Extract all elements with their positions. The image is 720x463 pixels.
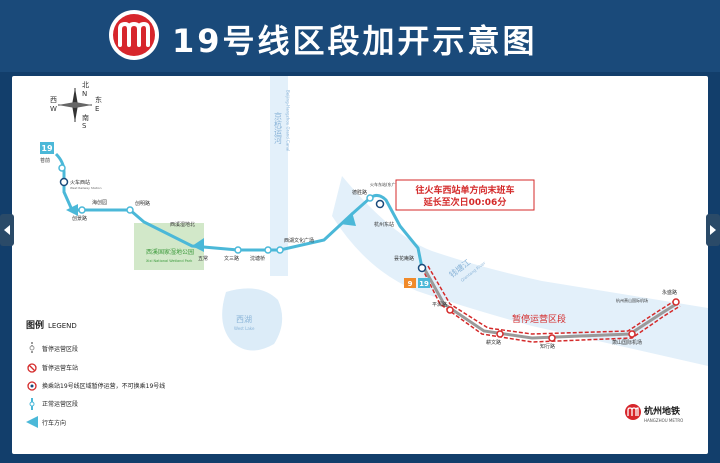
- station-chuangjing[interactable]: [78, 206, 86, 214]
- suspended-inner: [427, 265, 677, 335]
- canal-label-en: Beijing-Hangzhou Grand Canal: [286, 90, 291, 151]
- label-cangqian: 苍前: [40, 157, 50, 164]
- line19-suspended-section: [422, 267, 679, 340]
- label-chuangming: 创明路: [135, 200, 150, 207]
- compass-s-cn: 南: [82, 113, 89, 122]
- label-xihuwenhua: 西湖文化广场: [284, 237, 314, 244]
- metro-logo-icon: [109, 10, 159, 60]
- station-xihuwenhua[interactable]: [276, 246, 284, 254]
- compass-n-en: N: [82, 90, 87, 98]
- label-zhixing: 知行路: [540, 343, 555, 350]
- legend-transfer-suspended-icon: [27, 381, 37, 391]
- station-yongsheng[interactable]: [672, 298, 680, 306]
- page-title: 19号线区段加开示意图: [172, 22, 538, 60]
- direction-arrow-2: [192, 238, 204, 252]
- direction-arrow-3: [340, 212, 356, 226]
- station-cangqian[interactable]: [58, 164, 66, 172]
- map-panel: 北 N 南 S 西 W 东 E 京杭运河 Beijing-Hangzhou Gr…: [12, 76, 708, 454]
- label-pinglan: 平澜路: [432, 301, 447, 308]
- station-gengwen[interactable]: [496, 330, 504, 338]
- station-airport[interactable]: [628, 330, 636, 338]
- legend-item-4: 正常运营区段: [42, 400, 78, 408]
- brand-name-cn: 杭州地铁: [644, 405, 680, 417]
- line19-transfer-badge-text: 19: [419, 280, 429, 288]
- line19-badge-text: 19: [41, 144, 53, 153]
- label-westrail-en: West Railway Station: [70, 186, 102, 190]
- line19-transfer-badge: [418, 278, 430, 288]
- compass-e-cn: 东: [95, 95, 102, 104]
- next-button[interactable]: [706, 214, 720, 246]
- station-westrail[interactable]: [59, 177, 69, 187]
- compass-s-en: S: [82, 122, 87, 130]
- legend-item-2: 暂停运营车站: [42, 364, 78, 372]
- qiantang-river: [332, 176, 708, 366]
- label-airport: 萧山国际机场: [612, 339, 642, 346]
- brand-logo-icon: [625, 404, 641, 420]
- header-bar: 19号线区段加开示意图: [0, 0, 720, 72]
- station-shentang[interactable]: [264, 246, 272, 254]
- compass-rose-icon: [58, 88, 92, 122]
- compass-w-en: W: [50, 105, 57, 113]
- label-hzairport: 杭州萧山国际机场: [616, 297, 648, 303]
- canal-label: 京杭运河: [274, 111, 283, 144]
- label-shentang: 沈塘桥: [250, 255, 265, 262]
- label-kejiyuan: 火车东站(东广场): [370, 181, 402, 187]
- label-gengwen: 耕文路: [486, 339, 501, 346]
- line9-badge-text: 9: [408, 280, 413, 288]
- west-lake: [222, 288, 283, 351]
- station-desheng[interactable]: [366, 194, 374, 202]
- grand-canal: [270, 76, 288, 276]
- label-tanhuaan: 昙花庵路: [394, 255, 414, 262]
- legend-title-en: LEGEND: [48, 322, 77, 330]
- label-westrail: 火车西站: [70, 179, 90, 186]
- label-desheng: 德胜路: [352, 189, 367, 196]
- label-xixi-park: 西溪国家湿地公园: [146, 248, 194, 256]
- station-zhixing[interactable]: [548, 334, 556, 342]
- line9-badge: [404, 278, 416, 288]
- compass-w-cn: 西: [50, 96, 57, 104]
- label-chuangjing: 创景路: [72, 215, 87, 222]
- line19-normal-section: [54, 152, 424, 269]
- stations: [58, 164, 680, 342]
- notice-line2: 延长至次日00:06分: [423, 196, 507, 208]
- station-hzdong[interactable]: [375, 199, 385, 209]
- station-transfer-9-19[interactable]: [417, 263, 427, 273]
- label-wuchang: 五常: [198, 255, 208, 262]
- chevron-right-icon: [710, 225, 716, 235]
- label-westlake-en: West Lake: [234, 326, 255, 331]
- legend-suspended-station-icon: [27, 363, 37, 373]
- legend-item-5: 行车方向: [42, 419, 66, 427]
- label-xixibei: 西溪湿地北: [170, 221, 195, 228]
- label-xixi-park-en: Xixi National Wetland Park: [146, 259, 193, 263]
- chevron-left-icon: [4, 225, 10, 235]
- label-westlake: 西湖: [236, 315, 252, 324]
- legend-direction-arrow-icon: [26, 416, 38, 428]
- station-haichuang[interactable]: [126, 206, 134, 214]
- prev-button[interactable]: [0, 214, 14, 246]
- notice-box: [395, 179, 535, 211]
- label-wensan: 文三路: [224, 255, 239, 262]
- legend-item-1: 暂停运营区段: [42, 345, 78, 353]
- label-haichuang: 海创园: [92, 199, 107, 206]
- compass-n-cn: 北: [82, 81, 89, 89]
- legend-title-cn: 图例: [26, 319, 44, 331]
- station-wensan[interactable]: [234, 246, 242, 254]
- direction-arrow-1: [66, 204, 78, 216]
- notice-line1: 往火车西站单方向末班车: [415, 184, 514, 196]
- label-hzdong: 杭州东站: [374, 221, 394, 228]
- label-yongsheng: 永盛路: [662, 289, 677, 296]
- compass-e-en: E: [95, 105, 99, 113]
- brand-name-en: HANGZHOU METRO: [644, 418, 683, 423]
- station-pinglan[interactable]: [446, 306, 454, 314]
- legend-item-3: 换乘站19号线区域暂停运营，不可换乘19号线: [42, 382, 165, 390]
- line19-badge: [40, 142, 54, 154]
- network-map: 北 N 南 S 西 W 东 E 京杭运河 Beijing-Hangzhou Gr…: [26, 76, 708, 428]
- legend-suspended-section-icon: [29, 342, 35, 354]
- label-suspended-section: 暂停运营区段: [512, 313, 566, 325]
- legend-normal-section-icon: [29, 398, 35, 410]
